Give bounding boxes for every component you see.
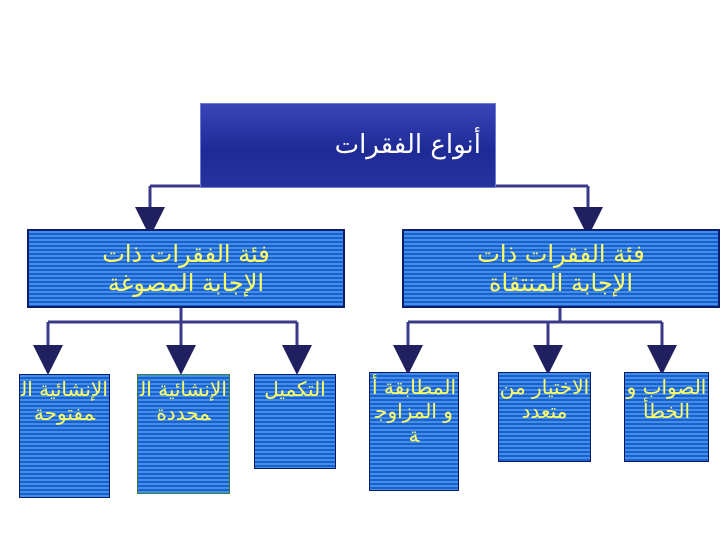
- leaf-multiple-choice: الاختيار من متعدد: [498, 372, 591, 462]
- leaf-matching: المطابقة أو المزاوجة: [369, 372, 459, 491]
- category-constructed-response: فئة الفقرات ذات الإجابة المصوغة: [27, 229, 345, 308]
- leaf-completion: التكميل: [254, 374, 336, 469]
- leaf-matching-label: المطابقة أو المزاوجة: [371, 375, 457, 447]
- category-selected-response-label: فئة الفقرات ذات الإجابة المنتقاة: [477, 239, 645, 297]
- leaf-multiple-choice-label: الاختيار من متعدد: [499, 375, 590, 423]
- leaf-restricted-essay: الإنشائية المحددة: [137, 374, 230, 494]
- diagram-title-box: أنواع الفقرات: [200, 103, 496, 188]
- leaf-open-essay-label: الإنشائية المفتوحة: [21, 377, 108, 425]
- leaf-open-essay: الإنشائية المفتوحة: [19, 374, 110, 498]
- leaf-true-false: الصواب والخطأ: [624, 372, 709, 462]
- category-constructed-response-label: فئة الفقرات ذات الإجابة المصوغة: [102, 239, 270, 297]
- leaf-restricted-essay-label: الإنشائية المحددة: [140, 377, 227, 425]
- leaf-true-false-label: الصواب والخطأ: [626, 375, 707, 423]
- leaf-completion-label: التكميل: [264, 377, 326, 401]
- diagram-title: أنواع الفقرات: [334, 129, 481, 160]
- category-selected-response: فئة الفقرات ذات الإجابة المنتقاة: [402, 229, 720, 308]
